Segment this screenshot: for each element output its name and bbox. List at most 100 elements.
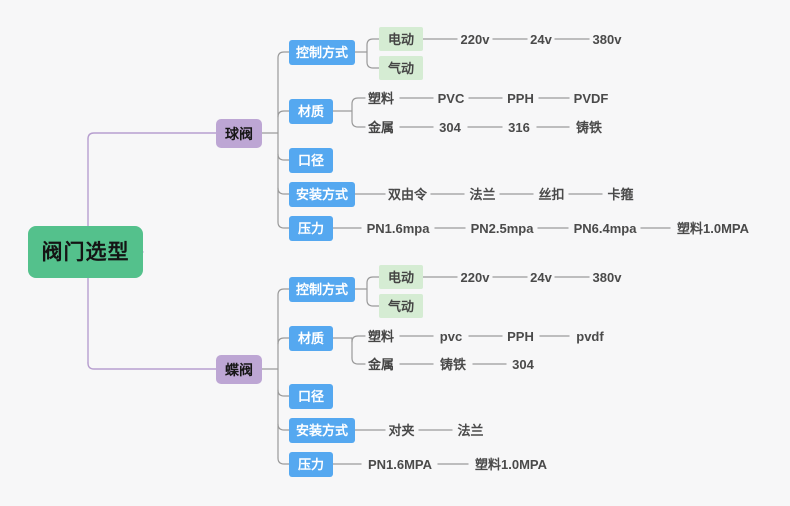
- subnode-label: 电动: [388, 31, 415, 47]
- root-node-label: 阀门选型: [41, 240, 130, 264]
- leaf-label: PN1.6mpa: [366, 221, 430, 236]
- leaf-220v[interactable]: 220v: [457, 28, 493, 50]
- leaf-plastic-10mpa[interactable]: 塑料1.0MPA: [672, 218, 754, 239]
- leaf-flange-2[interactable]: 法兰: [454, 420, 487, 441]
- branch-node-label: 球阀: [225, 125, 253, 142]
- leaf-label: PN1.6MPA: [367, 457, 433, 472]
- root-node[interactable]: 阀门选型: [28, 226, 143, 278]
- category-node-pressure[interactable]: 压力: [289, 216, 333, 241]
- category-node-label: 压力: [298, 457, 325, 472]
- leaf-label: 法兰: [457, 423, 484, 438]
- subnode-label: 塑料: [367, 91, 394, 106]
- category-node-control-method-2[interactable]: 控制方式: [289, 277, 355, 302]
- leaf-pph-2[interactable]: PPH: [504, 326, 537, 347]
- subnode-label: 气动: [388, 298, 415, 314]
- leaf-pph[interactable]: PPH: [504, 88, 537, 109]
- category-node-caliber[interactable]: 口径: [289, 148, 333, 173]
- branch-node-ball-valve[interactable]: 球阀: [216, 119, 262, 148]
- leaf-label: 220v: [460, 269, 490, 285]
- category-node-label: 安装方式: [296, 423, 349, 438]
- leaf-24v-2[interactable]: 24v: [527, 266, 555, 288]
- subnode-pneumatic[interactable]: 气动: [379, 56, 423, 80]
- leaf-cast-iron-2[interactable]: 铸铁: [435, 354, 471, 375]
- leaf-label: 法兰: [469, 187, 496, 202]
- leaf-label: 丝扣: [538, 187, 565, 202]
- leaf-clamp[interactable]: 卡箍: [604, 184, 637, 205]
- leaf-label: 双由令: [387, 187, 427, 202]
- leaf-label: 304: [439, 120, 461, 135]
- category-node-label: 安装方式: [296, 187, 349, 202]
- leaf-wafer[interactable]: 对夹: [385, 420, 418, 441]
- category-node-label: 控制方式: [296, 282, 349, 297]
- leaf-flange[interactable]: 法兰: [466, 184, 499, 205]
- leaf-220v-2[interactable]: 220v: [457, 266, 493, 288]
- leaf-label: PPH: [507, 329, 534, 344]
- subnode-label: 金属: [367, 120, 394, 135]
- leaf-pvc[interactable]: PVC: [435, 88, 467, 109]
- leaf-label: 塑料1.0MPA: [677, 221, 749, 236]
- leaf-304[interactable]: 304: [435, 117, 465, 138]
- leaf-380v[interactable]: 380v: [589, 28, 625, 50]
- leaf-label: 380v: [592, 31, 622, 47]
- subnode-label: 金属: [367, 357, 394, 372]
- branch-node-butterfly-valve[interactable]: 蝶阀: [216, 355, 262, 384]
- leaf-plastic-10mpa-2[interactable]: 塑料1.0MPA: [470, 454, 552, 475]
- leaf-label: 24v: [530, 31, 552, 47]
- leaf-pvdf-2[interactable]: pvdf: [571, 326, 609, 347]
- leaf-label: PN6.4mpa: [573, 221, 637, 236]
- leaf-pvdf[interactable]: PVDF: [571, 88, 611, 109]
- leaf-pn16mpa[interactable]: PN1.6mpa: [363, 218, 433, 239]
- leaf-label: 卡箍: [607, 187, 634, 202]
- leaf-label: 24v: [530, 269, 552, 285]
- subnode-label: 气动: [388, 60, 415, 76]
- category-node-pressure-2[interactable]: 压力: [289, 452, 333, 477]
- leaf-label: PVC: [437, 91, 465, 106]
- leaf-label: 380v: [592, 269, 622, 285]
- leaf-label: PN2.5mpa: [470, 221, 534, 236]
- category-node-caliber-2[interactable]: 口径: [289, 384, 333, 409]
- leaf-label: pvc: [439, 329, 463, 344]
- leaf-304-2[interactable]: 304: [508, 354, 538, 375]
- leaf-pn25mpa[interactable]: PN2.5mpa: [467, 218, 537, 239]
- category-node-installation-2[interactable]: 安装方式: [289, 418, 355, 443]
- leaf-label: 对夹: [388, 423, 415, 438]
- subnode-metal-2[interactable]: 金属: [365, 354, 397, 375]
- subnode-label: 电动: [388, 269, 415, 285]
- leaf-label: PVDF: [573, 91, 609, 106]
- category-node-material-2[interactable]: 材质: [289, 326, 333, 351]
- category-node-control-method[interactable]: 控制方式: [289, 40, 355, 65]
- category-node-material[interactable]: 材质: [289, 99, 333, 124]
- leaf-380v-2[interactable]: 380v: [589, 266, 625, 288]
- leaf-cast-iron[interactable]: 铸铁: [571, 117, 607, 138]
- leaf-label: 304: [512, 357, 534, 372]
- category-node-label: 控制方式: [296, 45, 349, 60]
- subnode-metal[interactable]: 金属: [365, 117, 397, 138]
- branch-node-label: 蝶阀: [225, 361, 253, 378]
- category-node-label: 材质: [298, 331, 325, 346]
- category-node-label: 材质: [298, 104, 325, 119]
- category-node-label: 口径: [298, 153, 325, 168]
- category-node-label: 压力: [298, 221, 325, 236]
- leaf-pvc-2[interactable]: pvc: [435, 326, 467, 347]
- subnode-pneumatic-2[interactable]: 气动: [379, 294, 423, 318]
- category-node-installation[interactable]: 安装方式: [289, 182, 355, 207]
- leaf-24v[interactable]: 24v: [527, 28, 555, 50]
- leaf-label: pvdf: [576, 329, 604, 344]
- subnode-plastic-2[interactable]: 塑料: [365, 326, 397, 347]
- leaf-pn16mpa-2[interactable]: PN1.6MPA: [363, 454, 437, 475]
- subnode-electric[interactable]: 电动: [379, 27, 423, 51]
- subnode-plastic[interactable]: 塑料: [365, 88, 397, 109]
- leaf-label: 220v: [460, 31, 490, 47]
- leaf-label: 316: [508, 120, 530, 135]
- leaf-label: PPH: [507, 91, 534, 106]
- subnode-label: 塑料: [367, 329, 394, 344]
- leaf-label: 铸铁: [439, 357, 466, 372]
- leaf-316[interactable]: 316: [504, 117, 534, 138]
- leaf-thread[interactable]: 丝扣: [535, 184, 568, 205]
- leaf-pn64mpa[interactable]: PN6.4mpa: [570, 218, 640, 239]
- leaf-double-union[interactable]: 双由令: [385, 184, 430, 205]
- leaf-label: 塑料1.0MPA: [475, 457, 547, 472]
- subnode-electric-2[interactable]: 电动: [379, 265, 423, 289]
- category-node-label: 口径: [298, 389, 325, 404]
